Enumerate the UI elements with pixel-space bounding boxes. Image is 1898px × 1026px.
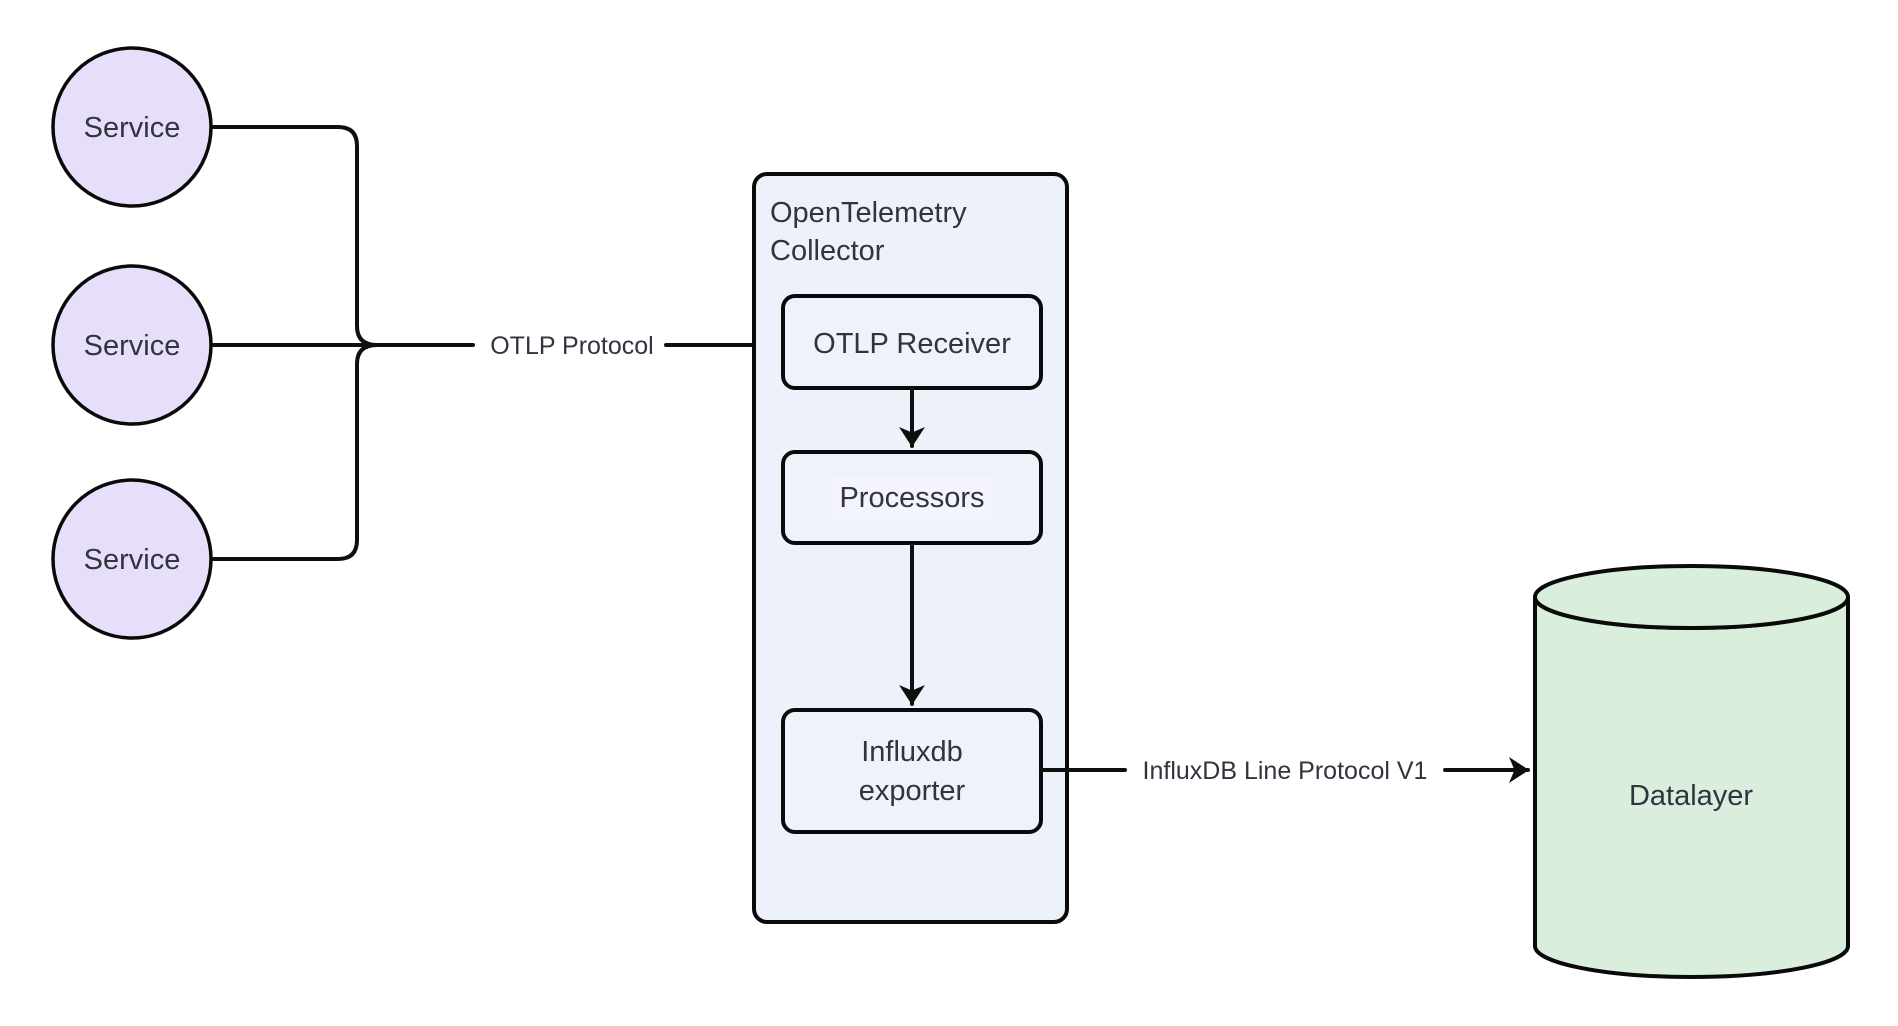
service-node-1: Service (51, 46, 213, 208)
otlp-protocol-edge: OTLP Protocol (375, 332, 777, 360)
service-circle-1 (51, 46, 213, 208)
processors-label: Processors (839, 482, 984, 514)
otlp-receiver-label: OTLP Receiver (813, 328, 1011, 360)
service-label-2: Service (84, 330, 181, 362)
otlp-edge-label: OTLP Protocol (490, 332, 654, 360)
processors-node: Processors (781, 450, 1043, 545)
processors-label-background (832, 477, 992, 519)
brace-top-link (209, 125, 379, 347)
influx-line-protocol-edge: InfluxDB Line Protocol V1 (1039, 757, 1530, 785)
service-circle-3 (51, 478, 213, 640)
service-label-1: Service (84, 112, 181, 144)
influxdb-exporter-label-line2: exporter (859, 775, 966, 807)
service-circle-2 (51, 264, 213, 426)
opentelemetry-collector-container: OpenTelemetry Collector OTLP Receiver Pr… (752, 172, 1069, 924)
datalayer-label: Datalayer (1629, 780, 1753, 812)
datalayer-cylinder-top (1533, 564, 1850, 630)
collector-title-line1: OpenTelemetry (770, 197, 967, 229)
influxdb-exporter-node: Influxdb exporter (781, 708, 1043, 834)
datalayer-node: Datalayer (1533, 564, 1850, 979)
service-label-3: Service (84, 544, 181, 576)
influx-edge-label: InfluxDB Line Protocol V1 (1143, 757, 1428, 785)
service-node-3: Service (51, 478, 213, 640)
influxdb-exporter-label-line1: Influxdb (861, 736, 963, 768)
otlp-receiver-node: OTLP Receiver (781, 294, 1043, 390)
brace-bottom-link (209, 343, 379, 561)
collector-title-line2: Collector (770, 235, 885, 267)
influxdb-exporter-box (781, 708, 1043, 834)
service-brace-connector (209, 125, 379, 561)
service-node-2: Service (51, 264, 213, 426)
